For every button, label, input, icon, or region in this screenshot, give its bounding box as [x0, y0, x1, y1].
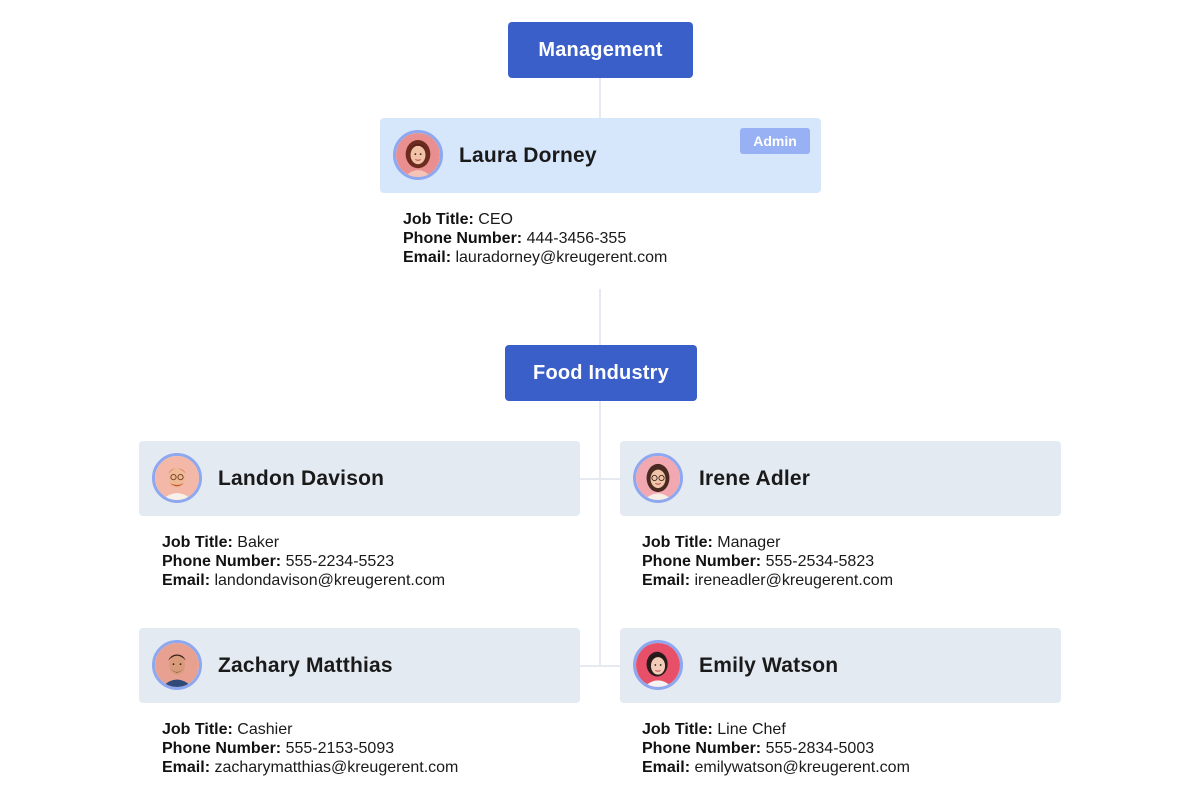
- man-beard-portrait-icon: [155, 643, 199, 687]
- job-title-row: Job Title: Cashier: [162, 720, 458, 739]
- employee-details: Job Title: CEO Phone Number: 444-3456-35…: [403, 210, 667, 267]
- department-label: Food Industry: [533, 361, 669, 384]
- job-title-row: Job Title: Line Chef: [642, 720, 910, 739]
- email-label: Email:: [403, 249, 452, 266]
- email-label: Email:: [642, 759, 691, 776]
- connector-line: [599, 401, 601, 666]
- job-title-row: Job Title: Manager: [642, 533, 893, 552]
- connector-line: [580, 665, 620, 667]
- phone-value: 444-3456-355: [526, 230, 627, 247]
- phone-label: Phone Number:: [403, 230, 523, 247]
- employee-name: Zachary Matthias: [218, 653, 393, 677]
- connector-line: [580, 478, 620, 480]
- job-title-label: Job Title:: [642, 534, 713, 551]
- email-value[interactable]: zacharymatthias@kreugerent.com: [214, 759, 459, 776]
- email-label: Email:: [642, 572, 691, 589]
- email-row: Email: emilywatson@kreugerent.com: [642, 758, 910, 777]
- avatar: [152, 640, 202, 690]
- employee-name: Landon Davison: [218, 466, 385, 490]
- employee-name: Laura Dorney: [459, 143, 597, 167]
- email-value[interactable]: landondavison@kreugerent.com: [214, 572, 446, 589]
- email-label: Email:: [162, 572, 211, 589]
- man-glasses-portrait-icon: [155, 456, 199, 500]
- department-management[interactable]: Management: [508, 22, 693, 78]
- job-title-value: Manager: [717, 534, 781, 551]
- employee-card-emily-watson[interactable]: Emily Watson: [620, 628, 1061, 703]
- woman-glasses-portrait-icon: [636, 456, 680, 500]
- avatar: [633, 453, 683, 503]
- employee-details: Job Title: Manager Phone Number: 555-253…: [642, 533, 893, 590]
- woman-portrait-icon: [636, 643, 680, 687]
- email-row: Email: zacharymatthias@kreugerent.com: [162, 758, 458, 777]
- department-food-industry[interactable]: Food Industry: [505, 345, 697, 401]
- phone-label: Phone Number:: [162, 740, 282, 757]
- employee-details: Job Title: Baker Phone Number: 555-2234-…: [162, 533, 445, 590]
- email-value[interactable]: emilywatson@kreugerent.com: [694, 759, 910, 776]
- job-title-value: Baker: [237, 534, 280, 551]
- phone-value: 555-2153-5093: [285, 740, 395, 757]
- avatar: [152, 453, 202, 503]
- connector-line: [599, 78, 601, 118]
- department-label: Management: [538, 38, 663, 61]
- avatar: [633, 640, 683, 690]
- job-title-row: Job Title: Baker: [162, 533, 445, 552]
- job-title-label: Job Title:: [403, 211, 474, 228]
- phone-row: Phone Number: 555-2153-5093: [162, 739, 458, 758]
- phone-row: Phone Number: 555-2534-5823: [642, 552, 893, 571]
- email-label: Email:: [162, 759, 211, 776]
- job-title-value: Line Chef: [717, 721, 786, 738]
- phone-row: Phone Number: 555-2234-5523: [162, 552, 445, 571]
- job-title-row: Job Title: CEO: [403, 210, 667, 229]
- employee-card-zachary-matthias[interactable]: Zachary Matthias: [139, 628, 580, 703]
- phone-row: Phone Number: 444-3456-355: [403, 229, 667, 248]
- phone-value: 555-2234-5523: [285, 553, 395, 570]
- email-value[interactable]: ireneadler@kreugerent.com: [694, 572, 894, 589]
- woman-portrait-icon: [396, 133, 440, 177]
- job-title-value: CEO: [478, 211, 513, 228]
- phone-row: Phone Number: 555-2834-5003: [642, 739, 910, 758]
- phone-label: Phone Number:: [162, 553, 282, 570]
- job-title-label: Job Title:: [162, 534, 233, 551]
- employee-name: Irene Adler: [699, 466, 811, 490]
- avatar: [393, 130, 443, 180]
- connector-line: [599, 289, 601, 345]
- phone-label: Phone Number:: [642, 740, 762, 757]
- email-row: Email: landondavison@kreugerent.com: [162, 571, 445, 590]
- email-row: Email: lauradorney@kreugerent.com: [403, 248, 667, 267]
- employee-card-landon-davison[interactable]: Landon Davison: [139, 441, 580, 516]
- job-title-label: Job Title:: [642, 721, 713, 738]
- employee-details: Job Title: Cashier Phone Number: 555-215…: [162, 720, 458, 777]
- email-value[interactable]: lauradorney@kreugerent.com: [455, 249, 668, 266]
- employee-card-laura-dorney[interactable]: Laura Dorney Admin: [380, 118, 821, 193]
- employee-card-irene-adler[interactable]: Irene Adler: [620, 441, 1061, 516]
- phone-value: 555-2534-5823: [765, 553, 875, 570]
- job-title-value: Cashier: [237, 721, 293, 738]
- job-title-label: Job Title:: [162, 721, 233, 738]
- email-row: Email: ireneadler@kreugerent.com: [642, 571, 893, 590]
- employee-name: Emily Watson: [699, 653, 839, 677]
- phone-label: Phone Number:: [642, 553, 762, 570]
- employee-details: Job Title: Line Chef Phone Number: 555-2…: [642, 720, 910, 777]
- phone-value: 555-2834-5003: [765, 740, 875, 757]
- admin-badge: Admin: [740, 128, 810, 154]
